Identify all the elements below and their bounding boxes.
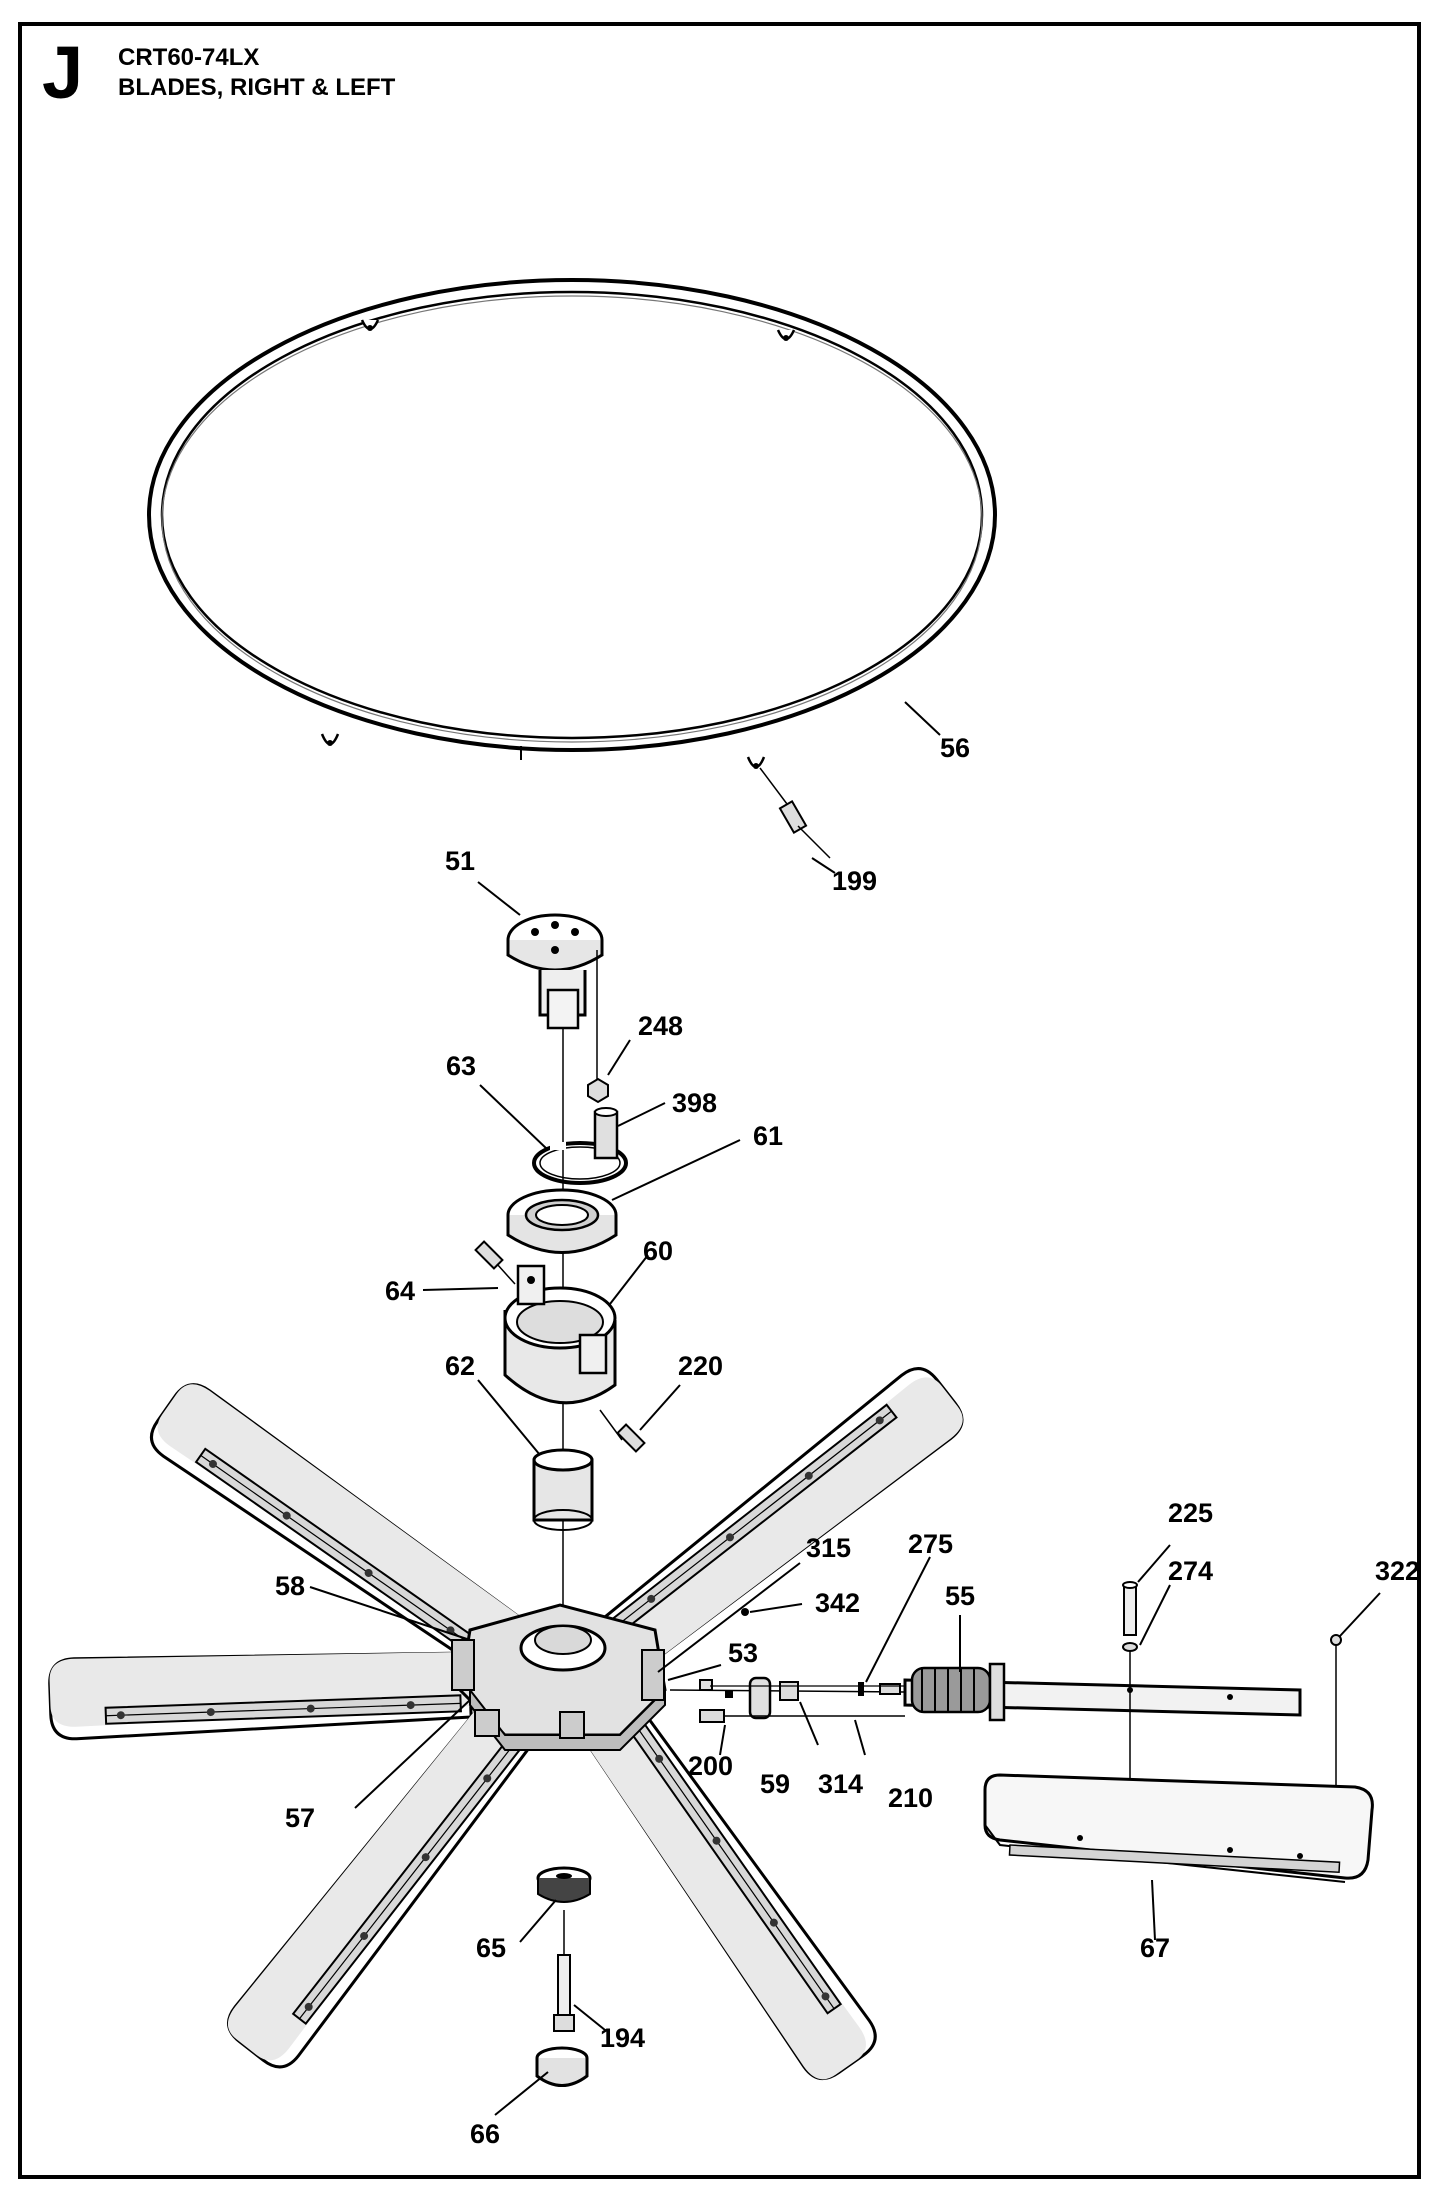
callout-225: 225	[1168, 1498, 1213, 1528]
callout-398: 398	[672, 1088, 717, 1118]
screw-64	[474, 1240, 516, 1285]
motor-adapter	[506, 913, 604, 1620]
callout-220: 220	[678, 1351, 723, 1381]
washer-65	[536, 1866, 592, 1903]
callout-64: 64	[385, 1276, 415, 1306]
callout-342: 342	[815, 1588, 860, 1618]
page-frame	[18, 22, 1421, 2179]
section-letter: J	[42, 31, 84, 114]
blade-67	[983, 1773, 1374, 1883]
bearing	[506, 1188, 618, 1254]
callout-57: 57	[285, 1803, 315, 1833]
callout-275: 275	[908, 1529, 953, 1559]
diagram-title: BLADES, RIGHT & LEFT	[118, 74, 396, 101]
blade-left	[47, 1643, 473, 1742]
callout-199: 199	[832, 866, 877, 896]
callout-60: 60	[643, 1236, 673, 1266]
small-hardware	[699, 1608, 905, 1723]
nut-248	[587, 1077, 609, 1104]
callout-59: 59	[760, 1769, 790, 1799]
model-number: CRT60-74LX	[118, 44, 260, 71]
callout-62: 62	[445, 1351, 475, 1381]
blade-lower-left	[218, 1693, 544, 2078]
callout-315: 315	[806, 1533, 851, 1563]
callout-58: 58	[275, 1571, 305, 1601]
screw-220	[599, 1409, 646, 1453]
pin-225	[1122, 1581, 1138, 1845]
cap-66	[535, 2046, 589, 2087]
callout-194: 194	[600, 2023, 645, 2053]
callout-55: 55	[945, 1581, 975, 1611]
bushing	[532, 1448, 594, 1531]
central-hub	[451, 1603, 667, 1751]
callout-61: 61	[753, 1121, 783, 1151]
callout-67: 67	[1140, 1933, 1170, 1963]
callout-56: 56	[940, 733, 970, 763]
hub-housing	[503, 1264, 617, 1405]
ring-bolt	[759, 767, 831, 859]
callout-200: 200	[688, 1751, 733, 1781]
callout-274: 274	[1168, 1556, 1213, 1586]
callout-248: 248	[638, 1011, 683, 1041]
callout-66: 66	[470, 2119, 500, 2149]
blade-arm	[669, 1662, 1302, 1722]
callout-53: 53	[728, 1638, 758, 1668]
bolt-194	[553, 1910, 575, 2032]
callout-322: 322	[1375, 1556, 1420, 1586]
callout-314: 314	[818, 1769, 863, 1799]
callout-51: 51	[445, 846, 475, 876]
callout-63: 63	[446, 1051, 476, 1081]
callout-labels: 56 199 51 248 63 398 61 60 64 220 62 315…	[275, 733, 1420, 2149]
callout-65: 65	[476, 1933, 506, 1963]
leader-lines	[309, 701, 1381, 2116]
guard-ring	[147, 278, 997, 769]
callout-210: 210	[888, 1783, 933, 1813]
circlip	[532, 1141, 628, 1185]
key	[593, 1107, 619, 1160]
